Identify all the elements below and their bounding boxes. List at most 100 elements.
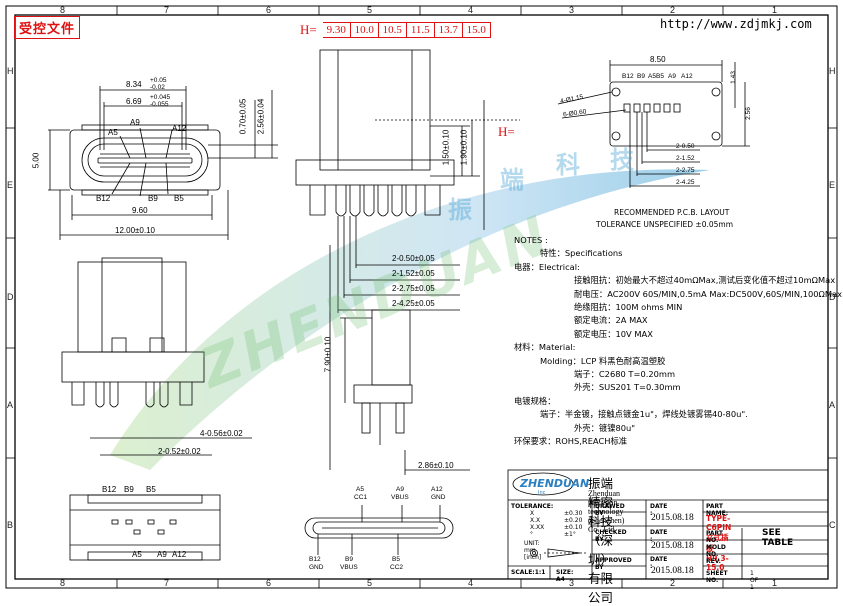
- part-no-label: PART NO.: [706, 530, 723, 544]
- pcb-dim-2-75: 2-2.75: [676, 167, 695, 174]
- watermark-cn-1: 振: [448, 196, 472, 224]
- pcb-pin-b12: B12: [622, 73, 634, 80]
- bottom-pin-b12: B12: [102, 485, 117, 494]
- watermark-cn-2: 端: [500, 166, 524, 194]
- dim-8-34-tol-minus: -0.02: [150, 84, 165, 91]
- dim-5-00: 5.00: [31, 152, 41, 169]
- zone-row-a: A: [7, 400, 14, 410]
- checked-by-label: CHECKED BY: [595, 529, 627, 543]
- drawn-by-label: DRAWED BY: [595, 503, 625, 517]
- zone-col-7: 7: [164, 5, 170, 15]
- zone-row-h: H: [7, 66, 14, 76]
- height-value: 10.0: [350, 22, 379, 38]
- dim-2-4-25: 2-4.25±0.05: [392, 299, 435, 308]
- note-line: 端子：半金镀，接触点镀金1u"，焊线处镀雾锡40-80u".: [540, 409, 748, 420]
- part-no: SEE TABLE: [762, 528, 794, 548]
- pinout-b9: B9: [345, 556, 353, 563]
- pin-label-b5: B5: [174, 194, 184, 203]
- pcb-pin-b5: B5: [656, 73, 664, 80]
- pin-label-a9: A9: [130, 118, 140, 127]
- dim-1-90: 1.90±0.10: [459, 129, 469, 166]
- date-checked: 2015.08.18: [651, 541, 694, 551]
- zone-row-a-right: A: [829, 400, 836, 410]
- date-label-3: DATE :: [650, 556, 668, 570]
- note-line: 额定电流：2A MAX: [574, 315, 648, 326]
- bottom-pin-b5: B5: [146, 485, 156, 494]
- height-value: 13.7: [434, 22, 463, 38]
- side-view: [295, 49, 520, 470]
- tol-xx-val: ±0.20: [564, 517, 583, 524]
- zone-col-4: 4: [468, 5, 474, 15]
- mold-no-label: MOLD NO.: [706, 544, 726, 558]
- dim-2-0-50: 2-0.50±0.05: [392, 254, 435, 263]
- watermark-cn-3: 科: [556, 151, 580, 179]
- sheet-label: SHEET NO.: [706, 570, 728, 584]
- pcb-dim-0-50: 2-0.50: [676, 143, 695, 150]
- date-drawn: 2015.08.18: [651, 513, 694, 523]
- dim-7-90: 7.90±0.10: [323, 336, 333, 373]
- drawing-frame: [5, 5, 838, 589]
- zone-row-e: E: [7, 180, 14, 190]
- pinout-a9: A9: [396, 486, 404, 493]
- approved-by-label: APPROVED BY: [595, 557, 632, 571]
- note-line: 电镀规格：: [514, 395, 556, 406]
- zone-col-3-bottom: 3: [569, 578, 575, 588]
- note-line: 电器：Electrical:: [514, 261, 580, 272]
- pcb-pin-b9: B9: [637, 73, 645, 80]
- note-line: 端子：C2680 T=0.20mm: [574, 369, 676, 380]
- zone-col-1: 1: [772, 5, 778, 15]
- dim-8-34: 8.34: [126, 80, 142, 89]
- pinout-view: [304, 505, 454, 555]
- dim-12-00: 12.00±0.10: [115, 226, 155, 235]
- zone-col-8: 8: [60, 5, 66, 15]
- zone-col-4-bottom: 4: [468, 578, 474, 588]
- zone-row-d-right: D: [829, 292, 836, 302]
- zone-col-2: 2: [670, 5, 676, 15]
- bottom-pin-a12: A12: [172, 550, 187, 559]
- pcb-dim-2-56: 2.56: [744, 107, 752, 120]
- note-line: Molding：LCP 料黑色耐高温塑胶: [540, 355, 666, 366]
- pcb-pin-a5: A5: [648, 73, 656, 80]
- bottom-pin-a5: A5: [132, 550, 142, 559]
- dim-2-2-75: 2-2.75±0.05: [392, 284, 435, 293]
- part-name-label: PART NAME:: [706, 503, 729, 517]
- dim-1-50: 1.50±0.10: [441, 129, 451, 166]
- dim-2-0-52: 2-0.52±0.02: [158, 447, 201, 456]
- zone-row-c-right: C: [829, 520, 836, 530]
- dim-2-1-52: 2-1.52±0.05: [392, 269, 435, 278]
- bottom-view: [69, 494, 221, 561]
- pcb-caption: RECOMMENDED P.C.B. LAYOUT TOLERANCE UNSP…: [596, 207, 733, 231]
- zone-col-6: 6: [266, 5, 272, 15]
- tol-x-key: X: [530, 510, 535, 517]
- tol-xxx-key: X.XX: [530, 524, 545, 531]
- dim-4-0-56: 4-0.56±0.02: [200, 429, 243, 438]
- zone-row-d: D: [7, 292, 14, 302]
- note-line: 额定电压：10V MAX: [574, 328, 653, 339]
- zone-col-6-bottom: 6: [266, 578, 272, 588]
- watermark-swoosh: [110, 169, 710, 470]
- height-table-label: H=: [300, 22, 317, 37]
- company-url[interactable]: http://www.zdjmkj.com: [660, 17, 812, 31]
- note-line: 特性：Specifications: [540, 248, 623, 259]
- title-block-grid: [507, 469, 829, 580]
- note-line: 外壳：SUS201 T=0.30mm: [574, 382, 681, 393]
- zone-row-h-right: H: [829, 66, 836, 76]
- company-name-en: Zhenduan precision technology (Shenzhen)…: [588, 489, 625, 534]
- pinout-b12: B12: [309, 556, 321, 563]
- tol-angle-key: °: [530, 531, 533, 538]
- top-view: [48, 86, 278, 240]
- tol-xxx-val: ±0.10: [564, 524, 583, 531]
- pcb-dim-1-52: 2-1.52: [676, 155, 695, 162]
- pinout-cc2: CC2: [390, 564, 404, 571]
- note-line: 耐电压：AC200V 60S/MIN,0.5mA Max:DC500V,60S/…: [574, 288, 842, 299]
- height-value: 11.5: [406, 22, 435, 38]
- pinout-vbus-top: VBUS: [391, 494, 409, 501]
- company-logo: ZHENDUAN: [520, 477, 590, 490]
- pcb-tolerance: TOLERANCE UNSPECIFIED ±0.05mm: [596, 220, 733, 229]
- size: SIZE: A4: [556, 569, 574, 583]
- height-value: 9.30: [322, 22, 351, 38]
